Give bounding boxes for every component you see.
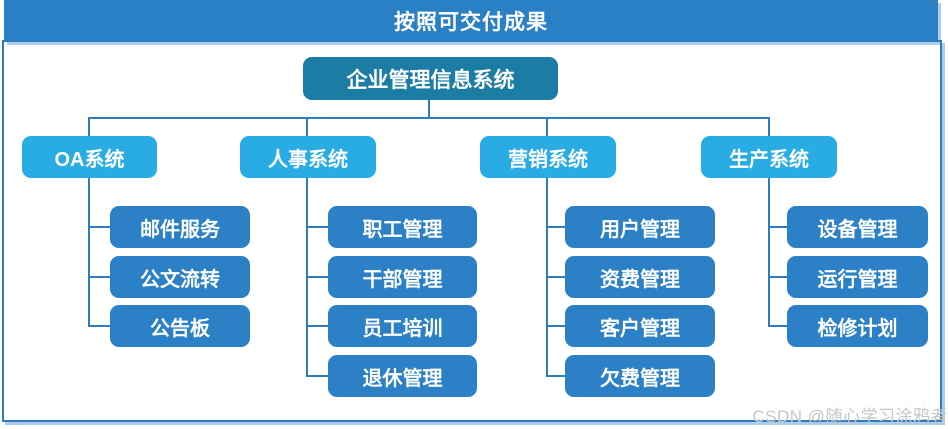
connector-elbow xyxy=(768,276,787,278)
watermark: CSDN @随心学习涂鸦者 xyxy=(752,407,948,426)
node-oa-system: OA系统 xyxy=(22,136,157,178)
node-user-management: 用户管理 xyxy=(565,206,715,248)
connector-elbow xyxy=(768,325,787,327)
connector-drop-oa xyxy=(88,117,90,137)
node-employee-training: 员工培训 xyxy=(328,305,477,347)
node-mail-service: 邮件服务 xyxy=(110,206,250,248)
node-tariff-management: 资费管理 xyxy=(565,256,715,298)
connector-elbow xyxy=(88,325,110,327)
connector-elbow xyxy=(306,276,328,278)
connector-elbow xyxy=(546,375,565,377)
node-arrears-management: 欠费管理 xyxy=(565,355,715,397)
diagram-title: 按照可交付成果 xyxy=(394,11,548,34)
node-retirement-management: 退休管理 xyxy=(328,355,477,397)
connector-elbow xyxy=(306,226,328,228)
node-document-flow: 公文流转 xyxy=(110,256,250,298)
node-hr-system: 人事系统 xyxy=(240,136,376,178)
connector-elbow xyxy=(546,226,565,228)
node-cadre-management: 干部管理 xyxy=(328,256,477,298)
node-bulletin-board: 公告板 xyxy=(110,305,250,347)
connector-elbow xyxy=(546,276,565,278)
node-root: 企业管理信息系统 xyxy=(303,57,558,100)
connector-elbow xyxy=(306,375,328,377)
connector-elbow xyxy=(88,226,110,228)
connector-elbow xyxy=(546,325,565,327)
node-customer-management: 客户管理 xyxy=(565,305,715,347)
connector-rail xyxy=(88,117,770,119)
node-marketing-system: 营销系统 xyxy=(480,136,616,178)
connector-root-stem xyxy=(428,100,430,117)
node-equipment-management: 设备管理 xyxy=(787,206,928,248)
node-maintenance-plan: 检修计划 xyxy=(787,305,928,347)
title-bar: 按照可交付成果 xyxy=(4,0,938,42)
connector-elbow xyxy=(768,226,787,228)
node-production-system: 生产系统 xyxy=(701,136,837,178)
node-operation-management: 运行管理 xyxy=(787,256,928,298)
connector-drop-hr xyxy=(306,117,308,137)
connector-drop-marketing xyxy=(546,117,548,137)
connector-elbow xyxy=(306,325,328,327)
connector-trunk-production xyxy=(768,178,770,327)
node-staff-management: 职工管理 xyxy=(328,206,477,248)
connector-drop-production xyxy=(768,117,770,137)
connector-trunk-oa xyxy=(88,178,90,327)
connector-elbow xyxy=(88,276,110,278)
